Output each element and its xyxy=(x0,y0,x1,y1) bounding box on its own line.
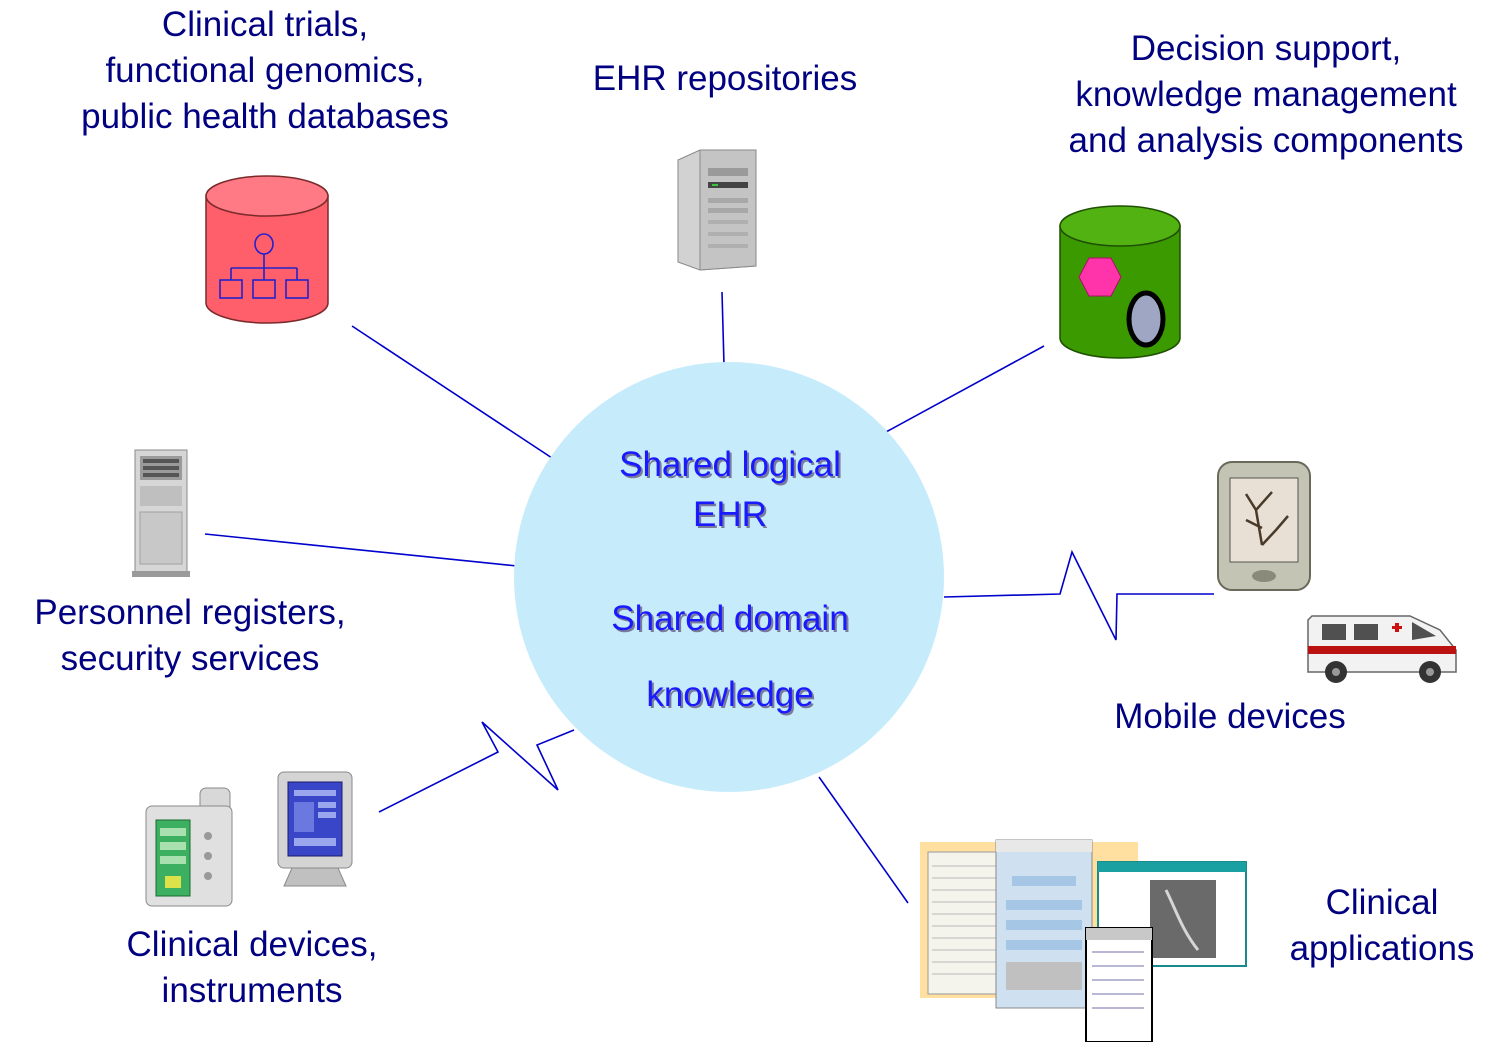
hub-label: Shared logical EHR Shared domain knowled… xyxy=(560,440,900,720)
label-clinical-trials-line-2: functional genomics, xyxy=(105,51,425,90)
label-ehr-repositories: EHR repositories xyxy=(560,56,890,102)
label-clinical-devices-line-1: Clinical devices, xyxy=(126,925,378,964)
hub-line-1: Shared logical xyxy=(619,445,841,484)
connector-decision-support xyxy=(885,345,1045,433)
application-windows-icon xyxy=(920,839,1247,1042)
pda-and-ambulance-icon xyxy=(1217,461,1457,683)
label-personnel-registers: Personnel registers, security services xyxy=(0,590,380,682)
label-clinical-trials-line-3: public health databases xyxy=(81,97,449,136)
label-clinical-devices-line-2: instruments xyxy=(161,971,343,1010)
label-decision-support-line-1: Decision support, xyxy=(1130,29,1402,68)
medical-instrument-icon xyxy=(145,771,353,907)
knowledge-database-icon xyxy=(1059,205,1181,359)
connector-clinical-applications xyxy=(818,776,909,904)
label-mobile-devices: Mobile devices xyxy=(1080,694,1380,740)
connector-ehr-repositories xyxy=(721,291,725,366)
label-personnel-registers-line-1: Personnel registers, xyxy=(34,593,346,632)
hub-line-3: Shared domain xyxy=(611,599,849,638)
shared-ehr-hub xyxy=(514,362,944,792)
hub-line-4: knowledge xyxy=(646,675,814,714)
label-decision-support-line-2: knowledge management xyxy=(1075,75,1457,114)
connector-clinical-devices xyxy=(378,721,575,813)
label-clinical-applications-line-2: applications xyxy=(1289,929,1475,968)
label-clinical-devices: Clinical devices, instruments xyxy=(90,922,414,1014)
connectors xyxy=(204,291,1214,904)
server-tower-icon xyxy=(677,149,757,271)
label-clinical-applications: Clinical applications xyxy=(1262,880,1501,972)
hub-line-2: EHR xyxy=(693,495,767,534)
label-decision-support-line-3: and analysis components xyxy=(1068,121,1464,160)
server-rack-icon xyxy=(132,449,190,577)
label-personnel-registers-line-2: security services xyxy=(60,639,320,678)
label-clinical-applications-line-1: Clinical xyxy=(1325,883,1439,922)
connector-personnel-registers xyxy=(204,533,518,567)
label-mobile-devices-line-1: Mobile devices xyxy=(1114,697,1346,736)
label-clinical-trials: Clinical trials, functional genomics, pu… xyxy=(30,2,500,140)
label-ehr-repositories-line-1: EHR repositories xyxy=(592,59,858,98)
label-decision-support: Decision support, knowledge management a… xyxy=(1028,26,1501,164)
database-icon xyxy=(205,175,329,324)
connector-mobile-devices xyxy=(943,549,1214,641)
label-clinical-trials-line-1: Clinical trials, xyxy=(161,5,369,44)
connector-clinical-trials xyxy=(351,325,553,459)
